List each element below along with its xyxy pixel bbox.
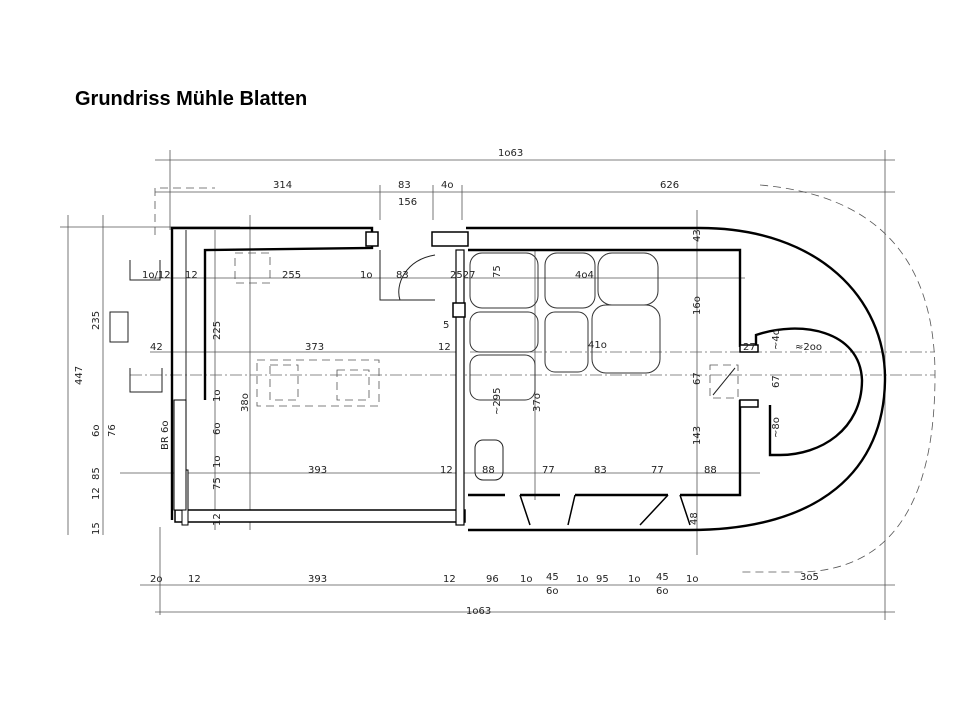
dimension-label: 626 [660,180,679,191]
dimension-label: 12 [440,465,453,476]
dimension-label: 1o63 [498,148,523,159]
dimension-label: ~295 [492,388,503,415]
dimension-label: 42 [150,342,163,353]
dimension-label: 37o [532,393,543,412]
dimension-label: ≈2oo [795,342,822,353]
dimension-label: 67 [771,375,782,388]
dimension-label: 1o/12 [142,270,171,281]
dimension-lines [60,150,936,620]
dimension-label: 75 [492,265,503,278]
dimension-label: ~8o [771,417,782,438]
dimension-label: 1o [360,270,372,281]
dimension-label: 38o [240,393,251,412]
dimension-label: 5 [443,320,449,331]
dimension-label: 76 [107,424,118,437]
dimension-label: 12 [438,342,451,353]
dimension-label: 48 [689,512,700,525]
dimension-label: 45 [656,572,669,583]
dimension-label: 12 [443,574,456,585]
dimension-label: 447 [74,366,85,385]
dimension-label: 41o [588,340,607,351]
dimension-label: 3o5 [800,572,819,583]
dimension-label: 12 [91,487,102,500]
dimension-label: 1o [686,574,698,585]
dimension-label: 88 [482,465,495,476]
dimension-label: 1o [520,574,532,585]
dimension-label: 6o [656,586,668,597]
dimension-label: 12 [212,513,223,526]
dimension-label: 1o63 [466,606,491,617]
dimension-label: 1o [628,574,640,585]
dimension-label: 1o [212,390,223,402]
dimension-label: ~4o [771,329,782,350]
dimension-label: 393 [308,574,327,585]
dimension-label: 6o [546,586,558,597]
dimension-label: 77 [542,465,555,476]
dimension-label: 6o [91,425,102,437]
dimension-label: 12 [188,574,201,585]
dimension-label: 156 [398,197,417,208]
dimension-label: 85 [91,467,102,480]
dimension-label: 1o [212,456,223,468]
dimension-label: 6o [212,423,223,435]
dimension-label: 96 [486,574,499,585]
dimension-label: 2o [150,574,162,585]
dimension-label: 12 [185,270,198,281]
dimension-label: 2527 [450,270,475,281]
dimension-label: 77 [651,465,664,476]
dimension-label: 255 [282,270,301,281]
walls [170,226,887,532]
dimension-label: 83 [398,180,411,191]
dimension-label: 95 [596,574,609,585]
dimension-label: 393 [308,465,327,476]
dimension-label: 88 [704,465,717,476]
dimension-label: 83 [396,270,409,281]
stone-floor [469,252,661,481]
dimension-label: 45 [546,572,559,583]
dimension-label: 314 [273,180,292,191]
dimension-label: 75 [212,477,223,490]
dimension-label: 373 [305,342,324,353]
dimension-label: 235 [91,311,102,330]
dimension-labels: 1o63 314 83 4o 156 626 447 235 6o 76 85 12 15 1o/12 12… [74,148,822,617]
dimension-label: 225 [212,321,223,340]
dimension-label: 143 [692,426,703,445]
dimension-label: 67 [692,372,703,385]
dimension-label: 15 [91,522,102,535]
dimension-label: 43 [692,229,703,242]
dimension-label: 83 [594,465,607,476]
beam-bottom [174,509,466,523]
furniture [109,252,739,526]
dimension-label: 4o4 [575,270,594,281]
dimension-label: 4o [441,180,453,191]
dimension-label: 27 [743,342,756,353]
dimension-label: BR 6o [160,421,171,450]
slide-title: Grundriss Mühle Blatten [75,88,308,110]
dimension-label: 16o [692,296,703,315]
dimension-label: 1o [576,574,588,585]
